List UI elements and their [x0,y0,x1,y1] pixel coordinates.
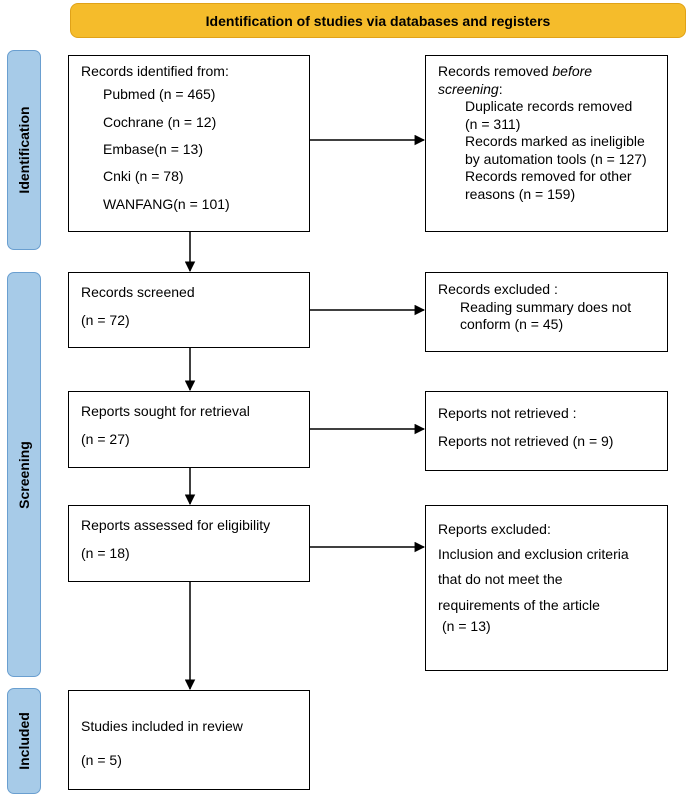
records-removed-title: Records removed before [438,63,593,79]
reports-excluded-reason-2: that do not meet the [438,571,563,588]
source-cochrane: Cochrane (n = 12) [103,113,217,130]
records-screened-title: Records screened [81,284,195,300]
removed-other-count: reasons (n = 159) [465,185,576,202]
source-pubmed: Pubmed (n = 465) [103,86,216,103]
reports-excluded-title: Reports excluded: [438,521,551,537]
records-identified-box: Records identified from: Pubmed (n = 465… [68,55,310,232]
records-excluded-reason: Reading summary does not [460,298,632,315]
reports-excluded-reason-3: requirements of the article [438,596,600,613]
removed-duplicates-count: (n = 311) [465,115,521,132]
studies-included-box: Studies included in review (n = 5) [68,690,310,790]
reports-excluded-reason-1: Inclusion and exclusion criteria [438,546,629,563]
phase-screening: Screening [7,272,41,677]
records-screened-count: (n = 72) [81,312,130,329]
records-removed-title-cont: screening: [438,80,503,97]
records-removed-box: Records removed before screening: Duplic… [425,55,668,232]
studies-included-count: (n = 5) [81,752,122,769]
reports-assessed-count: (n = 18) [81,545,130,562]
source-embase: Embase(n = 13) [103,141,203,158]
reports-excluded-count: (n = 13) [442,617,491,634]
records-identified-title: Records identified from: [81,63,229,79]
reports-not-retrieved-box: Reports not retrieved : Reports not retr… [425,391,668,471]
removed-duplicates: Duplicate records removed [465,98,633,114]
records-excluded-count: conform (n = 45) [460,316,564,332]
records-excluded-title: Records excluded : [438,281,558,297]
phase-identification: Identification [7,50,41,250]
reports-excluded-box: Reports excluded: Inclusion and exclusio… [425,505,668,671]
records-excluded-box: Records excluded : Reading summary does … [425,272,668,352]
records-screened-box: Records screened (n = 72) [68,272,310,348]
removed-ineligible: Records marked as ineligible [465,133,645,149]
source-cnki: Cnki (n = 78) [103,168,184,185]
reports-assessed-title: Reports assessed for eligibility [81,517,271,533]
reports-sought-count: (n = 27) [81,431,130,448]
studies-included-title: Studies included in review [81,718,243,734]
phase-included: Included [7,688,41,794]
removed-ineligible-count: by automation tools (n = 127) [465,150,647,167]
header-title: Identification of studies via databases … [205,12,551,29]
source-wanfang: WANFANG(n = 101) [103,195,230,212]
reports-sought-box: Reports sought for retrieval (n = 27) [68,391,310,468]
header-banner: Identification of studies via databases … [70,3,686,38]
reports-sought-title: Reports sought for retrieval [81,403,250,419]
reports-not-retrieved-count: Reports not retrieved (n = 9) [438,433,614,450]
reports-not-retrieved-title: Reports not retrieved : [438,405,577,421]
removed-other: Records removed for other [465,168,632,184]
reports-assessed-box: Reports assessed for eligibility (n = 18… [68,505,310,582]
